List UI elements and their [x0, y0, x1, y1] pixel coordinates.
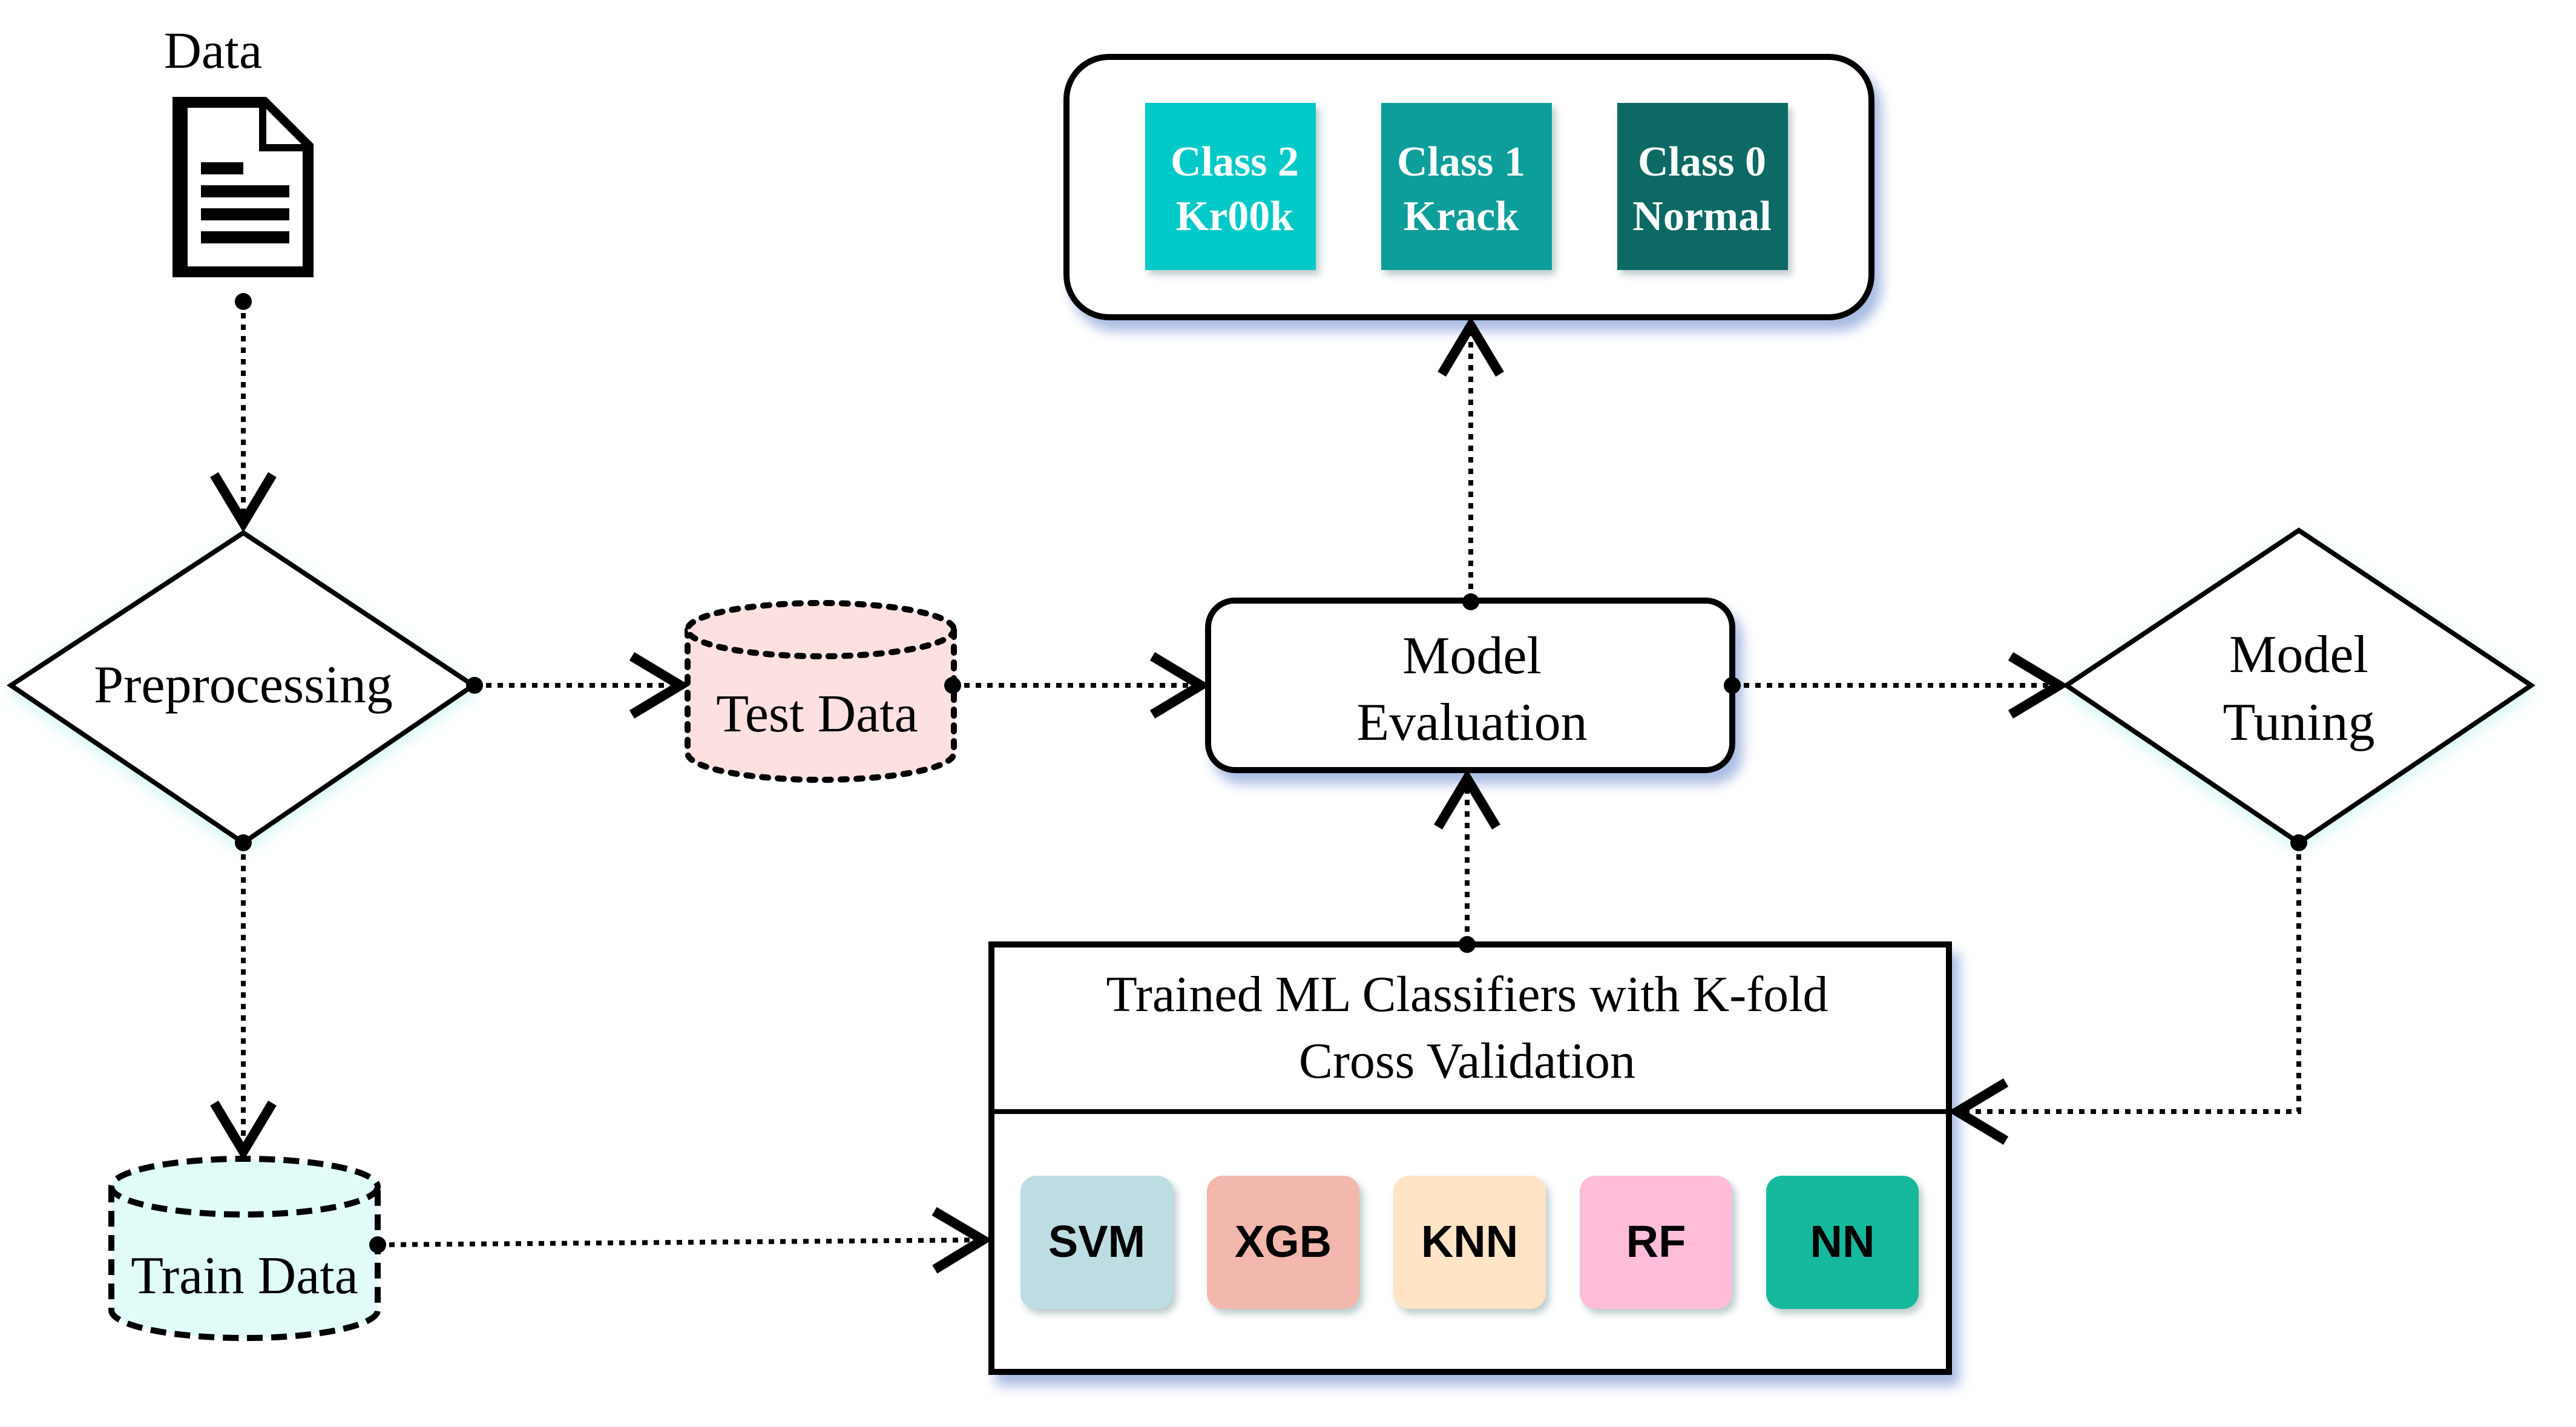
classifier-tile-knn: KNN — [1393, 1176, 1546, 1309]
model-tuning-line2: Tuning — [2223, 693, 2374, 752]
preprocessing-label: Preprocessing — [94, 656, 393, 714]
test-data-cylinder — [685, 600, 957, 783]
class-tile-0-box — [1617, 103, 1788, 270]
connector-dot — [2290, 834, 2307, 851]
model-tuning-line1: Model — [2229, 625, 2368, 684]
class-tile-2-line1: Class 2 — [1171, 139, 1299, 185]
connector-dot — [1462, 593, 1479, 610]
classifier-tile-knn-box — [1393, 1176, 1546, 1309]
classifier-tile-knn-label: KNN — [1421, 1216, 1518, 1267]
model-evaluation-line1: Model — [1402, 627, 1542, 685]
classifier-tile-xgb-box — [1207, 1176, 1359, 1309]
classifier-tile-svm: SVM — [1020, 1176, 1173, 1309]
connector-dot — [235, 293, 252, 310]
connector-dot — [1459, 936, 1476, 953]
class-tile-1: Class 1 Krack — [1381, 103, 1552, 270]
connector-dot — [1724, 677, 1741, 694]
data-label: Data — [164, 21, 262, 79]
classifier-tile-nn-label: NN — [1810, 1216, 1875, 1267]
class-tile-0-line1: Class 0 — [1638, 139, 1766, 185]
trained-classifiers-line2: Cross Validation — [1299, 1033, 1635, 1089]
train-data-label: Train Data — [131, 1247, 358, 1305]
connector-dot — [235, 834, 252, 851]
classifier-tile-xgb-label: XGB — [1235, 1216, 1332, 1267]
class-tile-2-line2: Kr00k — [1176, 193, 1294, 240]
classifier-tile-svm-box — [1020, 1176, 1173, 1309]
class-tile-0-line2: Normal — [1632, 193, 1771, 240]
class-tile-1-box — [1381, 103, 1552, 270]
class-tile-0: Class 0 Normal — [1617, 103, 1788, 270]
class-tile-2: Class 2 Kr00k — [1145, 103, 1316, 270]
classifier-tile-xgb: XGB — [1207, 1176, 1359, 1309]
classifier-tile-nn: NN — [1766, 1176, 1919, 1309]
test-data-label: Test Data — [716, 685, 918, 743]
connector-train-data-to-classifiers — [377, 1207, 993, 1274]
class-tile-1-line1: Class 1 — [1397, 139, 1525, 185]
classifier-tile-rf-label: RF — [1626, 1216, 1686, 1267]
class-tile-1-line2: Krack — [1404, 193, 1519, 240]
classifier-tile-svm-label: SVM — [1048, 1216, 1145, 1267]
classifier-tile-rf: RF — [1580, 1176, 1732, 1309]
classifier-tile-nn-box — [1766, 1176, 1919, 1309]
classifier-tile-rf-box — [1580, 1176, 1732, 1309]
connector-tuning-to-classifiers — [1948, 843, 2301, 1145]
document-icon — [172, 97, 314, 277]
class-tile-2-box — [1145, 103, 1316, 270]
trained-classifiers-line1: Trained ML Classifiers with K-fold — [1106, 966, 1828, 1023]
connector-dot — [369, 1236, 386, 1253]
connector-dot — [944, 677, 961, 694]
connector-dot — [466, 677, 483, 694]
model-tuning-diamond — [2062, 527, 2536, 846]
model-evaluation-line2: Evaluation — [1356, 693, 1587, 752]
